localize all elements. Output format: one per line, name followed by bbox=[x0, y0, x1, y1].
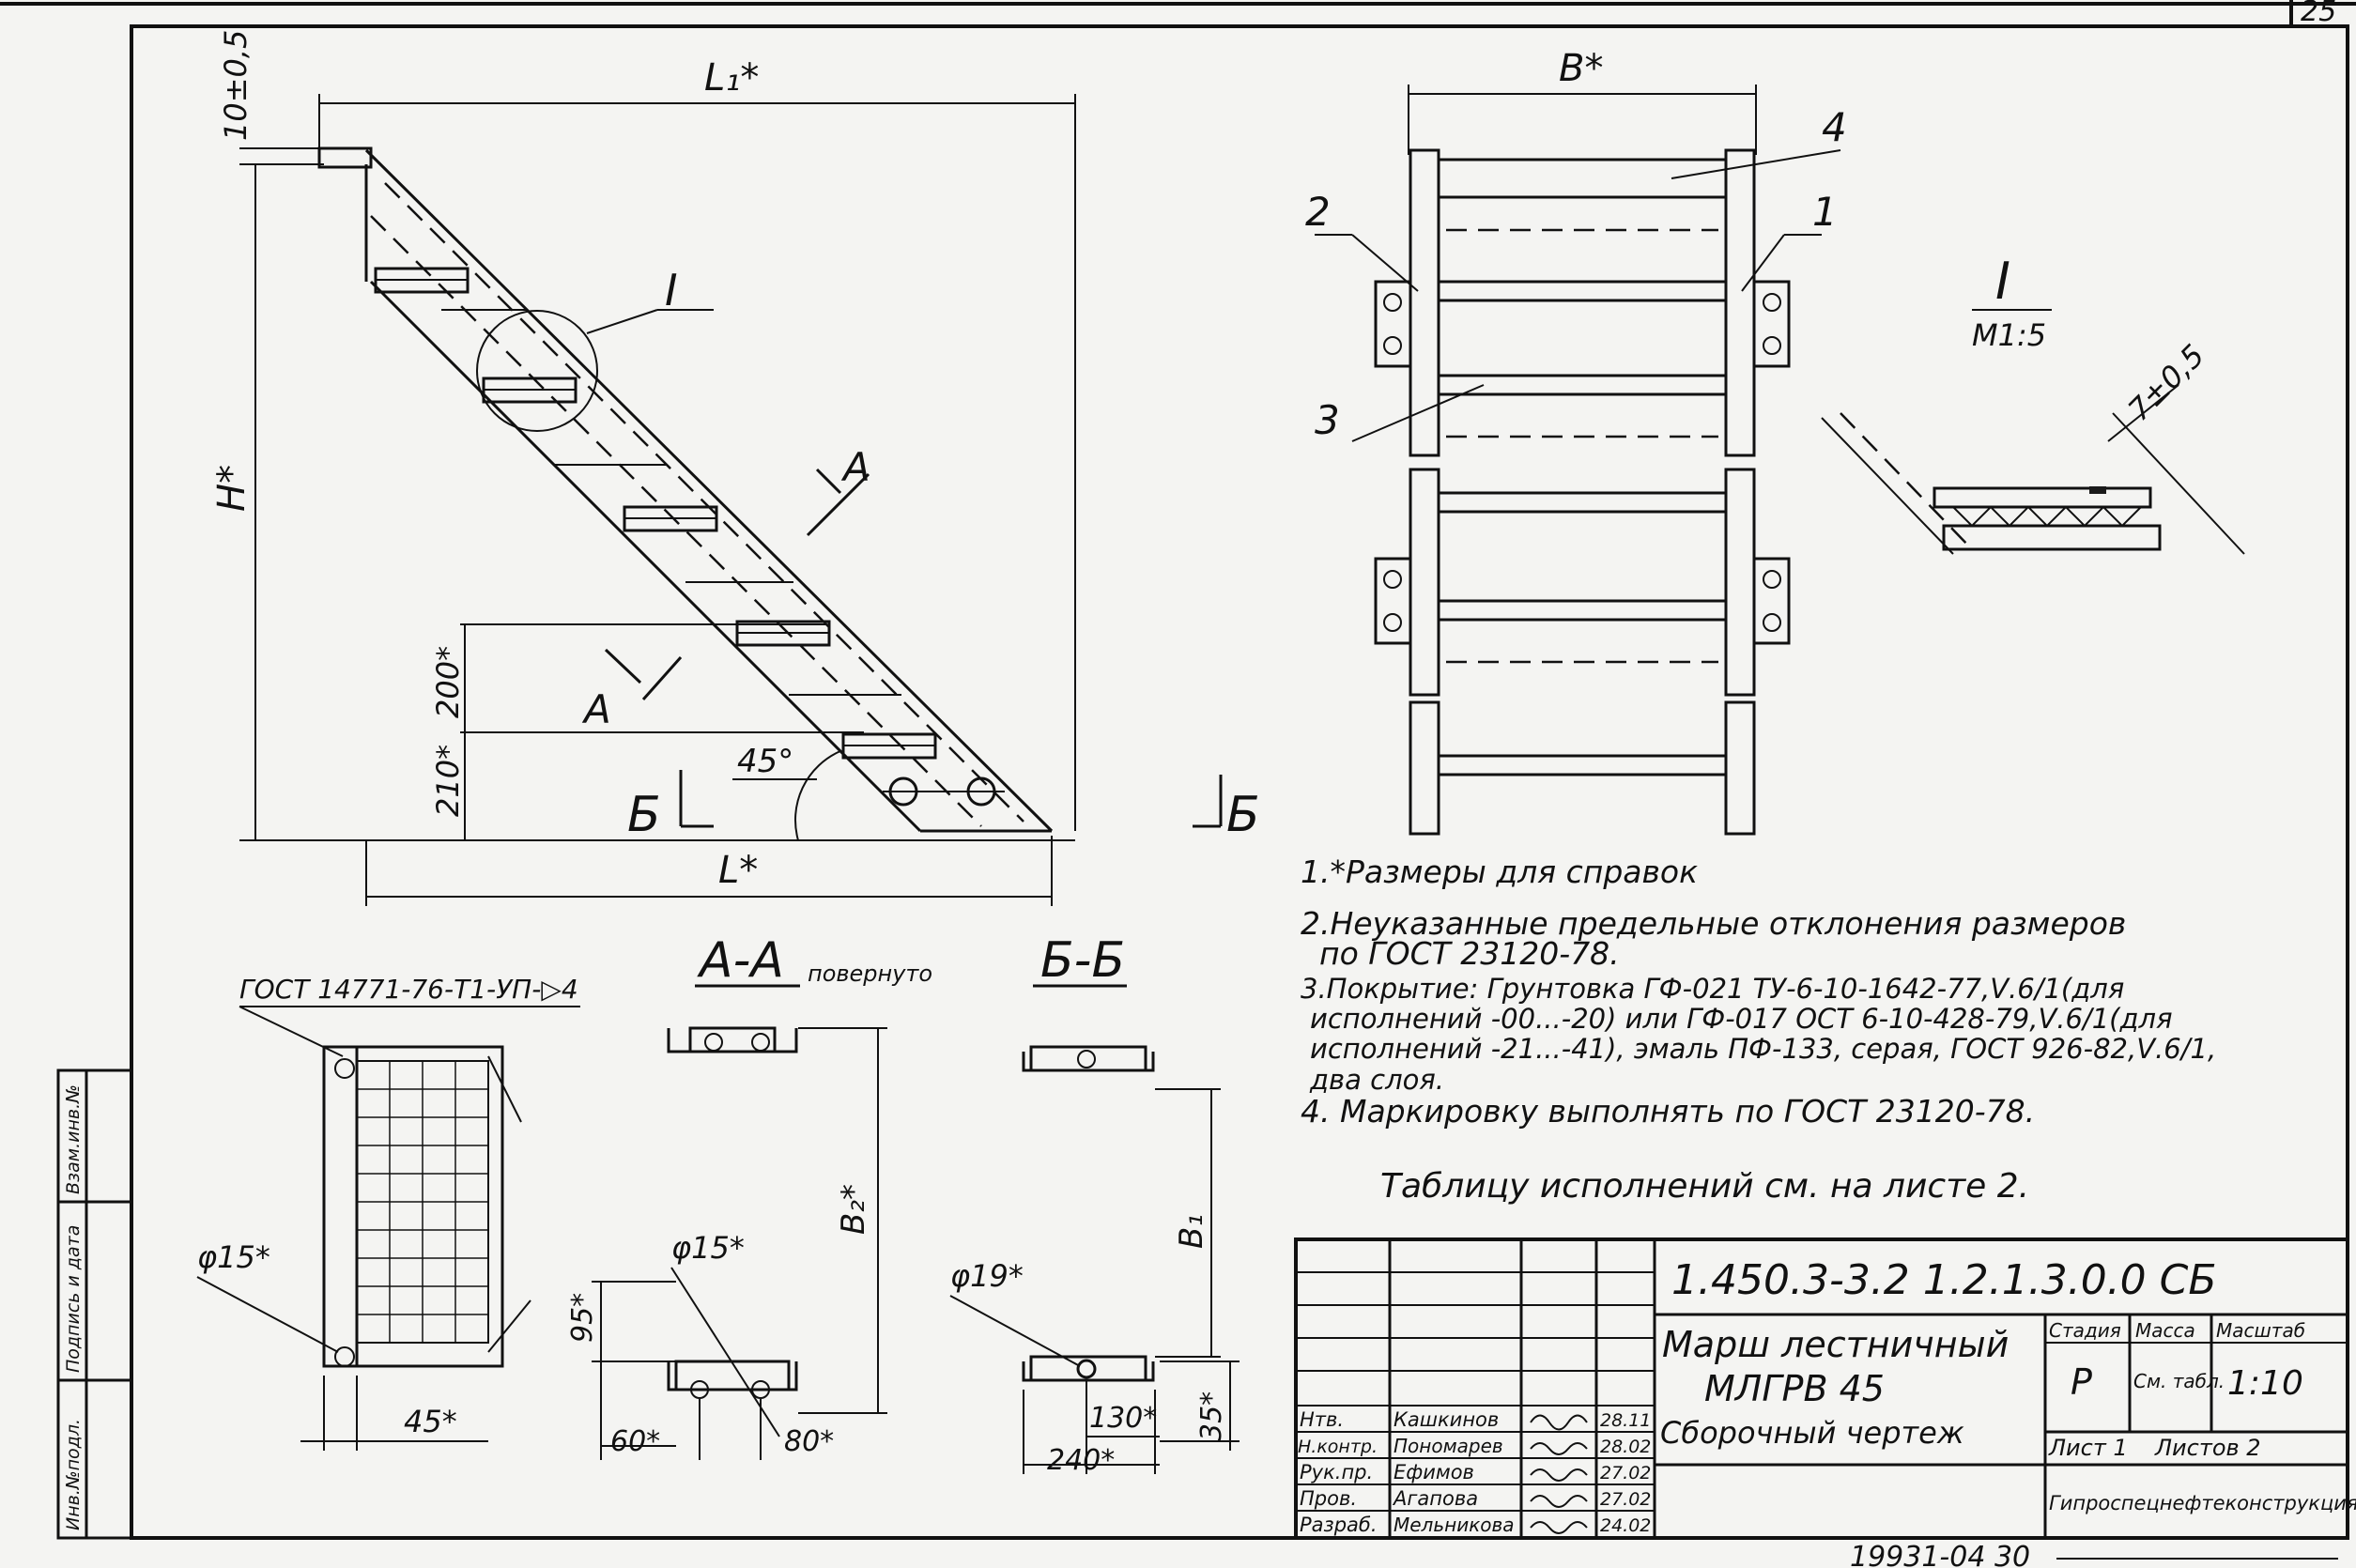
sig-role-2: Н.контр. bbox=[1298, 1437, 1378, 1457]
tb-col-scale: Масштаб bbox=[2216, 1319, 2305, 1342]
stamp-inv: Инв.№подл. bbox=[63, 1419, 84, 1530]
dim-35: 35* bbox=[1195, 1391, 1228, 1441]
section-aa-hole: φ15* bbox=[671, 1230, 745, 1266]
section-aa-suffix: повернуто bbox=[808, 961, 932, 987]
dim-130: 130* bbox=[1089, 1402, 1157, 1435]
section-aa: А-А повернуто B₂* 95* 60* 80* φ15* bbox=[566, 932, 932, 1460]
note-3a: 3.Покрытие: Грунтовка ГФ-021 ТУ-6-10-164… bbox=[1301, 973, 2124, 1005]
sig-name-2: Пономарев bbox=[1394, 1435, 1503, 1457]
tb-name-3: Сборочный чертеж bbox=[1660, 1415, 1964, 1451]
sig-role-1: Нтв. bbox=[1300, 1408, 1344, 1431]
tb-mass: См. табл. bbox=[2133, 1370, 2225, 1392]
tb-sheet: Лист 1 bbox=[2048, 1435, 2128, 1461]
dim-h: H* bbox=[210, 465, 254, 512]
weld-note: ГОСТ 14771-76-Т1-УП-▷4 bbox=[239, 974, 578, 1005]
side-stamp: Инв.№подл. Подпись и дата Взам.инв.№ bbox=[56, 1068, 133, 1540]
treads bbox=[374, 267, 937, 760]
note-2a: 2.Неуказанные предельные отклонения разм… bbox=[1301, 905, 2126, 942]
table-reference: Таблицу исполнений см. на листе 2. bbox=[1380, 1167, 2029, 1206]
tb-scale: 1:10 bbox=[2227, 1364, 2303, 1403]
tb-stage: Р bbox=[2071, 1361, 2092, 1403]
note-3b: исполнений -00...-20) или ГФ-017 ОСТ 6-1… bbox=[1310, 1003, 2173, 1035]
dim-b2: B₂* bbox=[835, 1184, 872, 1235]
callout-i: I bbox=[665, 265, 678, 315]
stamp-sign: Подпись и дата bbox=[63, 1225, 84, 1373]
tb-sheets: Листов 2 bbox=[2154, 1435, 2261, 1461]
title-block: 1.450.3-3.2 1.2.1.3.0.0 СБ Марш лестничн… bbox=[1294, 1237, 2356, 1540]
pos-4: 4 bbox=[1822, 104, 1847, 150]
dim-60: 60* bbox=[610, 1425, 660, 1458]
note-3d: два слоя. bbox=[1309, 1064, 1444, 1096]
weld-grid bbox=[357, 1061, 488, 1343]
sig-name-1: Кашкинов bbox=[1394, 1408, 1499, 1431]
section-aa-title: А-А bbox=[697, 932, 784, 989]
dim-240: 240* bbox=[1047, 1444, 1115, 1477]
dim-b: B* bbox=[1559, 47, 1603, 90]
sig-date-4: 27.02 bbox=[1600, 1489, 1651, 1510]
sig-role-5: Разраб. bbox=[1300, 1514, 1378, 1536]
note-2b: по ГОСТ 23120-78. bbox=[1319, 935, 1620, 972]
angle-45: 45° bbox=[737, 743, 793, 780]
note-1: 1.*Размеры для справок bbox=[1301, 853, 1698, 890]
sig-date-1: 28.11 bbox=[1600, 1410, 1651, 1431]
sig-date-5: 24.02 bbox=[1600, 1515, 1651, 1536]
tb-designation: 1.450.3-3.2 1.2.1.3.0.0 СБ bbox=[1671, 1256, 2217, 1304]
dim-210: 210* bbox=[430, 745, 466, 817]
detail-dim: 7±0,5 bbox=[2121, 337, 2211, 427]
sig-date-3: 27.02 bbox=[1600, 1463, 1651, 1483]
sheet-frame bbox=[130, 24, 2349, 1540]
footer-code: 19931-04 30 bbox=[1850, 1541, 2030, 1568]
detail-scale: М1:5 bbox=[1972, 317, 2046, 353]
weld-dim-width: 45* bbox=[404, 1404, 457, 1439]
sig-date-2: 28.02 bbox=[1600, 1437, 1651, 1457]
elevation-view: L₁* 10±0,5 H* bbox=[210, 30, 1260, 906]
sig-name-3: Ефимов bbox=[1394, 1461, 1474, 1483]
pos-1: 1 bbox=[1812, 189, 1838, 235]
dim-200: 200* bbox=[430, 646, 466, 718]
section-a-label-bottom: А bbox=[581, 686, 611, 732]
note-3c: исполнений -21...-41), эмаль ПФ-133, сер… bbox=[1310, 1033, 2216, 1065]
sig-name-4: Агапова bbox=[1392, 1487, 1478, 1510]
dim-l1: L₁* bbox=[704, 56, 759, 100]
dim-95: 95* bbox=[566, 1293, 599, 1343]
dim-l: L* bbox=[718, 849, 758, 892]
section-b-label-right: Б bbox=[1226, 787, 1260, 843]
sheet-number: 25 bbox=[2301, 0, 2336, 28]
sig-role-4: Пров. bbox=[1300, 1487, 1357, 1510]
section-b-label-left: Б bbox=[627, 787, 661, 843]
tb-name-2: МЛГРВ 45 bbox=[1704, 1368, 1885, 1409]
section-bb-hole: φ19* bbox=[950, 1258, 1024, 1294]
plan-view: B* 2 1 4 3 bbox=[1305, 47, 1847, 836]
pos-3: 3 bbox=[1315, 397, 1340, 443]
pos-2: 2 bbox=[1305, 189, 1331, 235]
detail-title: I bbox=[1995, 252, 2010, 311]
tb-col-stage: Стадия bbox=[2049, 1319, 2121, 1342]
sig-name-5: Мельникова bbox=[1394, 1514, 1515, 1536]
weld-view: ГОСТ 14771-76-Т1-УП-▷4 φ15* 45* bbox=[196, 974, 580, 1451]
notes: 1.*Размеры для справок 2.Неуказанные пре… bbox=[1301, 853, 2216, 1206]
signature-scribbles bbox=[1530, 1414, 1588, 1534]
tb-col-mass: Масса bbox=[2135, 1319, 2195, 1342]
note-4: 4. Маркировку выполнять по ГОСТ 23120-78… bbox=[1301, 1093, 2035, 1130]
dim-b1: B₁ bbox=[1173, 1214, 1210, 1249]
dim-80: 80* bbox=[784, 1425, 834, 1458]
section-bb: Б-Б B₁ φ19* 130* 240* 35* bbox=[949, 932, 1240, 1477]
stamp-replace: Взам.инв.№ bbox=[63, 1084, 84, 1194]
section-a-label-top: А bbox=[840, 444, 870, 490]
section-bb-title: Б-Б bbox=[1040, 932, 1125, 989]
weld-dim-hole: φ15* bbox=[197, 1239, 270, 1275]
detail-i: I М1:5 7±0,5 bbox=[1821, 252, 2245, 555]
tb-organization: Гипроспецнефтеконструкция bbox=[2049, 1492, 2356, 1514]
tb-name-1: Марш лестничный bbox=[1662, 1324, 2009, 1365]
sig-role-3: Рук.пр. bbox=[1300, 1461, 1373, 1483]
dim-top-tolerance: 10±0,5 bbox=[218, 30, 254, 141]
